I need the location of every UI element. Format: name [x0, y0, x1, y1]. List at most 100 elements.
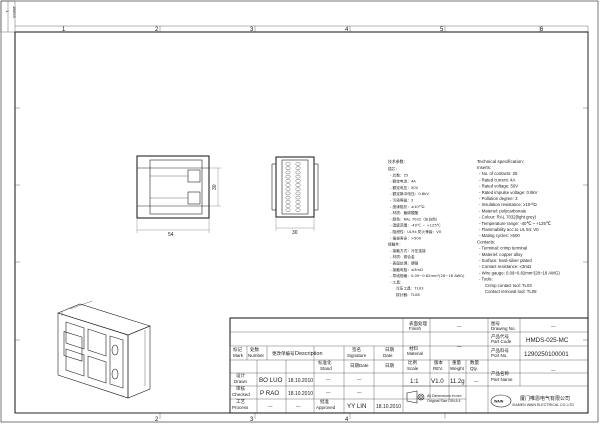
dim-pin-view: 30	[292, 230, 298, 236]
company-cn: 厦门唯恩电气有限公司	[520, 395, 570, 402]
rev-h-cn-sign: 签名	[352, 346, 361, 353]
scale-en: Scale	[407, 366, 419, 371]
spec-cn-line: 插芯：	[388, 166, 399, 171]
contact-pin	[285, 208, 291, 212]
contact-pin	[285, 200, 291, 204]
dims-note-2: Original Size DIN A 4	[427, 399, 461, 403]
part-name-value: —	[551, 368, 556, 373]
col-label-4-bottom: 4	[345, 417, 349, 423]
corner-box-a: 1	[5, 10, 10, 13]
rev-h-en-number: Number	[248, 353, 265, 358]
contact-pin	[295, 166, 301, 170]
scale-value: 1:1	[410, 378, 419, 385]
spec-en-line: - Rated impulse voltage: 0.8kV	[479, 190, 538, 195]
rev-h-en-desc: Description	[295, 351, 323, 357]
spec-en-line: - Terminal: crimp terminal	[479, 246, 527, 251]
spec-en-line: - Colour: RAL 7032(light grey)	[479, 215, 536, 220]
contact-pin	[285, 183, 291, 187]
spec-en-line: Inserts:	[477, 165, 491, 170]
front-view-body	[136, 155, 210, 219]
col-label-6: 6	[540, 27, 544, 33]
contact-pin	[285, 162, 291, 166]
spec-cn-line: - 表面处理：硬银	[390, 261, 419, 266]
weight-en: Weight	[450, 366, 465, 371]
approved-en: Approved	[316, 405, 336, 410]
row-process-en: Process	[232, 405, 249, 410]
material-label-cn: 材料	[409, 345, 418, 352]
row-checked-std-date: —	[357, 390, 362, 395]
std-date-h-cn: 日期	[350, 363, 359, 369]
finish-value: —	[457, 324, 462, 329]
logo-text: WAIN	[494, 400, 504, 404]
spec-en-line: - Materiel: polycarbonate	[479, 208, 527, 213]
row-process-cn: 工艺	[236, 399, 245, 405]
spec-cn-line: - 污染等级：3	[390, 198, 414, 203]
spec-en-line: - Rated current: 4A	[479, 177, 515, 182]
rev-h-cn-date: 日期	[385, 347, 394, 353]
contact-pin	[295, 200, 301, 204]
col-label-1: 1	[62, 27, 66, 33]
front-view	[136, 155, 221, 233]
spec-cn-line: - 材质：铜合金	[390, 254, 415, 259]
spec-cn-line: - 导线规格：0.09~0.82mm²(28~18 AWG)	[390, 273, 465, 278]
col-label-5: 5	[440, 27, 444, 33]
contact-pin	[295, 195, 301, 200]
std-h-cn-2: 日期	[385, 363, 394, 369]
col-label-2: 2	[155, 27, 159, 33]
projection-symbol	[406, 390, 425, 404]
contact-pin	[285, 204, 291, 208]
spec-en-line: Contact removal tool: TL08	[485, 289, 537, 294]
spec-cn-list: 插芯：- 芯数：25- 额定电流：4A- 额定电压：50V- 额定脉冲电压：0.…	[388, 166, 465, 297]
row-drawn-cn: 设计	[236, 372, 245, 379]
spec-en-line: - Pollution degree: 3	[479, 196, 518, 201]
row-drawn-name: BO LUO	[259, 377, 283, 384]
part-no-label-cn: 产品料号	[491, 347, 509, 354]
row-process-std-date: 18.10.2010	[376, 404, 401, 410]
spec-en-line: - Flammability acc.to UL 94: V0	[479, 227, 539, 232]
col-label-2-bottom: 2	[155, 417, 159, 423]
spec-cn-line: - 工具：	[390, 279, 404, 284]
spec-cn-line: - 额定电流：4A	[390, 179, 416, 184]
isometric-view	[57, 300, 151, 399]
dims-note-1: All Dimensions in mm	[427, 394, 462, 398]
row-drawn-en: Drawn	[234, 379, 248, 384]
contact-pin	[295, 208, 301, 212]
contact-pin	[295, 191, 301, 196]
part-no-label-en: Port No.	[491, 353, 508, 358]
spec-cn-line: - 芯数：25	[390, 172, 409, 177]
qty-value: —	[474, 379, 479, 384]
spec-cn-line: - 温度范围：-40℃ ~ +125℃	[390, 223, 441, 228]
spec-cn-line: - 接触方式：冷压连接	[390, 248, 426, 253]
spec-cn-line: - 阻燃性：UL94 防火等级：V0	[390, 229, 442, 234]
contact-pin	[285, 187, 291, 191]
pin-face-body	[275, 156, 315, 218]
row-process-name: —	[268, 404, 273, 409]
spec-cn-line: - 绝缘阻抗：≥10¹⁰Ω	[390, 204, 425, 209]
dim-width: 54	[168, 232, 174, 238]
col-label-3-bottom: 3	[250, 417, 254, 423]
rev-cn: 版本	[434, 359, 443, 366]
scale-cn: 比例	[408, 359, 417, 366]
drawing-no-label-en: Drawing No.	[491, 326, 516, 331]
row-drawn-date: 18.10.2010	[288, 378, 313, 384]
rev-h-en-sign: Signature	[347, 353, 367, 358]
pin-face-view	[271, 156, 319, 231]
dim-height: 30	[212, 184, 218, 190]
spec-cn-line: 接触件：	[388, 242, 403, 247]
contact-pin	[285, 174, 291, 179]
spec-en-line: - Mating cycles: >500	[479, 233, 520, 238]
spec-cn-line: 冷压工具：TL03	[396, 286, 424, 291]
contact-pin	[295, 204, 301, 208]
spec-cn-line: 拔针器：TL08	[396, 292, 420, 297]
rev-h-cn-mark: 标记	[233, 346, 242, 353]
part-code-label-cn: 产品代号	[491, 333, 509, 340]
spec-en-line: Contacts:	[477, 239, 495, 244]
drawing-no-value: —	[551, 324, 556, 329]
title-block	[229, 317, 589, 414]
rev-h-cn-desc: 更改单编号	[272, 350, 295, 357]
spec-en-line: - Materiel: copper alloy	[479, 252, 523, 257]
row-drawn-std: —	[326, 377, 331, 382]
qty-en: Qty.	[470, 366, 478, 371]
spec-en-line: - Surface: hard-silver plated	[479, 258, 532, 263]
